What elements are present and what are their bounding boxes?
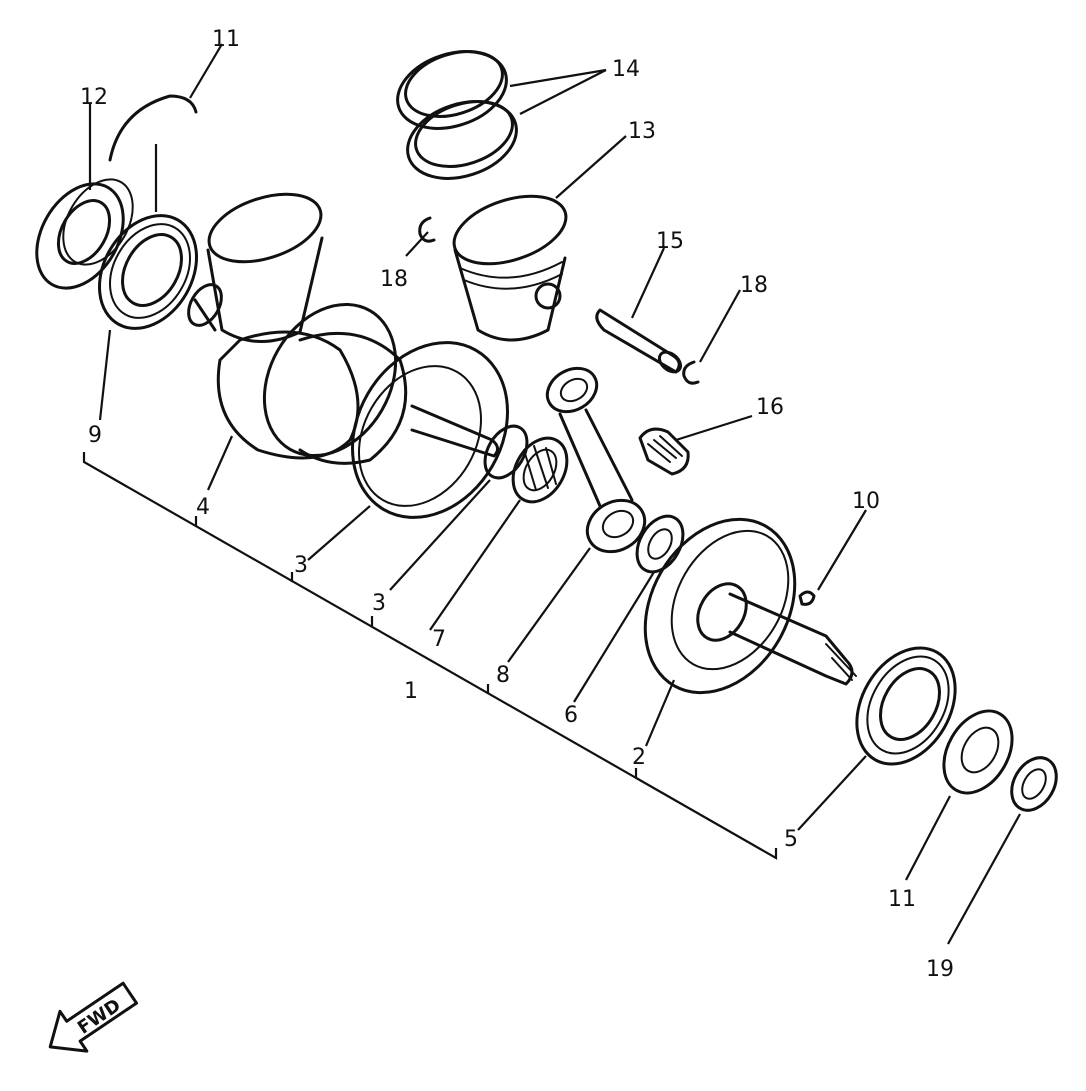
- big-end-bearing: [511, 436, 569, 504]
- callout-3-web: 3: [294, 553, 308, 578]
- assembly-bracket: [82, 452, 778, 860]
- circlip-12: [108, 94, 198, 162]
- circlip-left: [418, 216, 436, 243]
- callout-9: 9: [88, 423, 102, 448]
- piston-pin: [595, 308, 683, 374]
- callout-5: 5: [784, 827, 798, 852]
- callout-18-left: 18: [380, 267, 408, 292]
- oil-seal-right: [942, 709, 1014, 795]
- connecting-rod: [545, 366, 647, 554]
- bearing-left: [98, 214, 198, 330]
- callout-18-right: 18: [740, 273, 768, 298]
- callout-16: 15: [656, 229, 684, 254]
- circlip-right: [682, 360, 700, 385]
- callout-17: 16: [756, 395, 784, 420]
- callout-12: 11: [212, 27, 240, 52]
- callout-10: 10: [852, 489, 880, 514]
- washer-19: [1010, 756, 1058, 812]
- piston: [452, 194, 568, 342]
- callout-8: 8: [496, 663, 510, 688]
- crank-half-left: [187, 192, 408, 465]
- crank-half-right: [643, 517, 857, 695]
- bearing-right: [855, 646, 957, 766]
- leader-lines: [88, 43, 1021, 945]
- oil-seal-left: [35, 178, 134, 290]
- thrust-washer-right: [635, 514, 685, 574]
- crank-web-3: [351, 341, 509, 519]
- piston-rings: [396, 50, 518, 180]
- callout-4: 4: [196, 495, 210, 520]
- callout-19: 19: [926, 957, 954, 982]
- callout-13: 12: [80, 85, 108, 110]
- callout-2: 2: [632, 745, 646, 770]
- thrust-washer-left: [483, 424, 529, 480]
- forward-arrow-icon: FWD: [48, 981, 139, 1053]
- fwd-label: FWD: [74, 995, 125, 1039]
- callout-6: 6: [564, 703, 578, 728]
- callout-11: 11: [888, 887, 916, 912]
- small-end-bearing: [638, 427, 690, 476]
- callout-1: 1: [404, 679, 418, 704]
- callout-14: 13: [628, 119, 656, 144]
- callout-labels: 11 12 14 13 15 18 18 16 10 9 4 3 3 7 1 8…: [80, 27, 954, 982]
- callout-3-washer: 3: [372, 591, 386, 616]
- callout-7: 7: [432, 627, 446, 652]
- callout-15: 14: [612, 57, 640, 82]
- woodruff-key: [798, 590, 816, 606]
